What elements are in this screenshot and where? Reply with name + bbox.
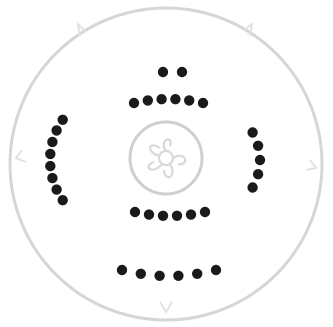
right-shell-electron [247, 182, 257, 192]
lower-shell-electron [144, 209, 154, 219]
upper-shell-electron [156, 94, 166, 104]
left-shell-electron [47, 173, 57, 183]
bottom-shell-electron [173, 271, 183, 281]
upper-shell-electron [143, 95, 153, 105]
lower-shell-electron [186, 209, 196, 219]
left-shell-electron [45, 161, 55, 171]
lower-shell-electron [200, 207, 210, 217]
lower-shell-electron [172, 211, 182, 221]
left-shell-electron [47, 137, 57, 147]
bottom-shell-electron [117, 265, 127, 275]
bottom-shell-electron [136, 269, 146, 279]
upper-shell-electron [198, 98, 208, 108]
lower-shell-electron [158, 211, 168, 221]
top-shell-electron [177, 67, 187, 77]
lower-shell-electron [130, 207, 140, 217]
right-shell-electron [255, 155, 265, 165]
top-shell-electron [158, 67, 168, 77]
right-shell-electron [247, 127, 257, 137]
bottom-shell-electron [211, 265, 221, 275]
right-shell-electron [253, 169, 263, 179]
left-shell-electron [51, 184, 61, 194]
bottom-shell-electron [192, 269, 202, 279]
bottom-shell-electron [154, 271, 164, 281]
upper-shell-electron [170, 94, 180, 104]
upper-shell-electron [129, 98, 139, 108]
upper-shell-electron [184, 95, 194, 105]
right-shell-electron [253, 141, 263, 151]
left-shell-electron [51, 125, 61, 135]
left-shell-electron [45, 149, 55, 159]
left-shell-electron [58, 195, 68, 205]
left-shell-electron [58, 115, 68, 125]
